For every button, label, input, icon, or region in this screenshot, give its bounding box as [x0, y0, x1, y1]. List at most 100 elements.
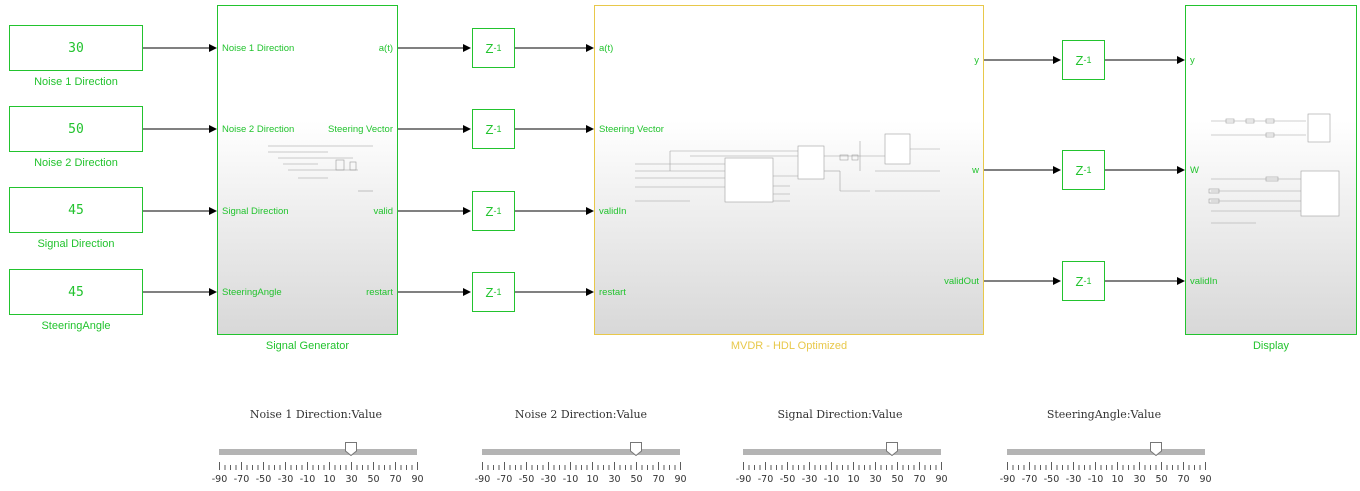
- slider-tick-label: 50: [1155, 474, 1168, 485]
- slider-tick-label: -70: [233, 474, 250, 485]
- slider-tick-label: -70: [757, 474, 774, 485]
- slider-label: Noise 2 Direction:Value: [514, 408, 648, 421]
- signal-generator-block[interactable]: Noise 1 Direction Noise 2 Direction Sign…: [217, 5, 398, 335]
- noise2-direction-constant[interactable]: 50: [9, 106, 143, 152]
- output-port-label: validOut: [944, 276, 979, 287]
- output-port-label: y: [974, 55, 979, 66]
- slider-tick-label: 70: [913, 474, 926, 485]
- slider-tick-label: 90: [1199, 474, 1212, 485]
- slider-tick-label: 10: [1111, 474, 1124, 485]
- slider-tick-label: 30: [869, 474, 882, 485]
- slider-tick-label: 30: [345, 474, 358, 485]
- slider-tick-label: 90: [935, 474, 948, 485]
- unit-delay-block[interactable]: Z-1: [472, 109, 515, 149]
- signal-generator-preview: [268, 145, 373, 192]
- slider-tick-label: 10: [323, 474, 336, 485]
- constant-label: Signal Direction: [37, 238, 115, 250]
- constant-label: Noise 2 Direction: [34, 157, 118, 169]
- slider-tick-label: -30: [540, 474, 557, 485]
- slider-tick-label: -30: [277, 474, 294, 485]
- input-port-label: y: [1190, 55, 1195, 66]
- unit-delay-block[interactable]: Z-1: [1062, 261, 1105, 301]
- delay-symbol: Z: [485, 203, 494, 219]
- constant-value: 50: [68, 121, 84, 137]
- mvdr-hdl-optimized-block[interactable]: a(t) Steering Vector validIn restart y w…: [594, 5, 984, 335]
- slider-tick-label: 90: [411, 474, 424, 485]
- slider-tick-label: 50: [630, 474, 643, 485]
- slider-ticks: [219, 462, 418, 470]
- slider-tick-label: -50: [255, 474, 272, 485]
- delay-exponent: -1: [493, 287, 502, 297]
- slider-tick-label: -10: [1087, 474, 1104, 485]
- input-port-label: validIn: [599, 206, 627, 217]
- delay-exponent: -1: [493, 206, 502, 216]
- slider-tick-label: 70: [1177, 474, 1190, 485]
- slider-tick-label: -10: [823, 474, 840, 485]
- output-port-label: Steering Vector: [328, 124, 393, 135]
- unit-delay-block[interactable]: Z-1: [1062, 150, 1105, 190]
- input-port-label: W: [1190, 165, 1199, 176]
- delay-exponent: -1: [1083, 55, 1092, 65]
- delay-symbol: Z: [485, 284, 494, 300]
- steering-angle-constant[interactable]: 45: [9, 269, 143, 315]
- input-port-label: a(t): [599, 43, 614, 54]
- unit-delay-block[interactable]: Z-1: [1062, 40, 1105, 80]
- input-port-label: validIn: [1190, 276, 1218, 287]
- constant-value: 45: [68, 202, 84, 218]
- slider-tick-label: -50: [518, 474, 535, 485]
- delay-exponent: -1: [493, 124, 502, 134]
- slider-ticks: [482, 462, 681, 470]
- slider-tick-label: -10: [562, 474, 579, 485]
- slider-thumb[interactable]: [630, 442, 642, 456]
- slider-tick-label: -30: [801, 474, 818, 485]
- input-port-label: Noise 2 Direction: [222, 124, 295, 135]
- slider-track[interactable]: [482, 449, 680, 455]
- input-port-label: Steering Vector: [599, 124, 664, 135]
- slider-thumb[interactable]: [1149, 442, 1162, 456]
- slider-thumb[interactable]: [885, 442, 898, 456]
- slider-track[interactable]: [219, 449, 417, 455]
- input-port-label: Signal Direction: [222, 206, 289, 217]
- signal-direction-constant[interactable]: 45: [9, 187, 143, 233]
- unit-delay-block[interactable]: Z-1: [472, 272, 515, 312]
- constant-value: 45: [68, 284, 84, 300]
- delay-symbol: Z: [485, 121, 494, 137]
- display-block[interactable]: y W validIn: [1185, 5, 1357, 335]
- unit-delay-block[interactable]: Z-1: [472, 191, 515, 231]
- slider-tick-label: 10: [847, 474, 860, 485]
- delay-symbol: Z: [1075, 273, 1084, 289]
- slider-tick-label: 90: [674, 474, 687, 485]
- slider-tick-label: -10: [299, 474, 316, 485]
- display-label: Display: [1252, 340, 1290, 352]
- slider-ticks: [1007, 462, 1206, 470]
- slider-label: Noise 1 Direction:Value: [249, 408, 383, 421]
- slider-track[interactable]: [743, 449, 941, 455]
- slider-tick-label: 70: [652, 474, 665, 485]
- slider-tick-label: -70: [1021, 474, 1038, 485]
- delay-exponent: -1: [1083, 276, 1092, 286]
- output-port-label: valid: [373, 206, 393, 217]
- slider-tick-label: -50: [779, 474, 796, 485]
- unit-delay-block[interactable]: Z-1: [472, 28, 515, 68]
- slider-track[interactable]: [1007, 449, 1205, 455]
- input-port-label: SteeringAngle: [222, 287, 282, 298]
- input-port-label: restart: [599, 287, 626, 298]
- slider-tick-label: -90: [474, 474, 491, 485]
- delay-symbol: Z: [485, 40, 494, 56]
- noise1-direction-constant[interactable]: 30: [9, 25, 143, 71]
- slider-ticks: [743, 462, 942, 470]
- slider-tick-label: -90: [999, 474, 1016, 485]
- delay-symbol: Z: [1075, 162, 1084, 178]
- constant-label: SteeringAngle: [41, 320, 111, 332]
- slider-tick-label: 70: [389, 474, 402, 485]
- slider-tick-label: -90: [211, 474, 228, 485]
- constant-value: 30: [68, 40, 84, 56]
- slider-tick-label: 50: [891, 474, 904, 485]
- mvdr-preview: [635, 133, 940, 203]
- display-preview: [1208, 113, 1340, 224]
- slider-thumb[interactable]: [345, 442, 357, 456]
- output-port-label: a(t): [378, 43, 393, 54]
- slider-label: Signal Direction:Value: [777, 408, 903, 421]
- delay-exponent: -1: [1083, 165, 1092, 175]
